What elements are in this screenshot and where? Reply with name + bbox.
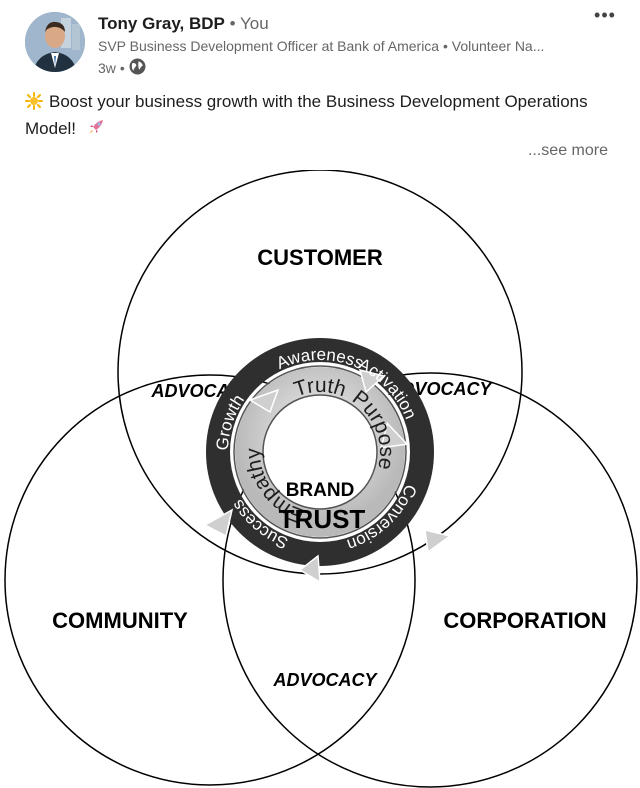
arrow-3 bbox=[298, 554, 321, 584]
arrow-1 bbox=[248, 388, 280, 414]
post-header: Tony Gray, BDP • You SVP Business Develo… bbox=[0, 0, 640, 90]
author-name[interactable]: Tony Gray, BDP bbox=[98, 14, 225, 33]
inner-ring bbox=[235, 367, 405, 537]
center-trust-label: TRUST bbox=[279, 504, 366, 534]
arrow-6 bbox=[358, 368, 386, 394]
avatar[interactable] bbox=[25, 12, 85, 72]
see-more-link[interactable]: ...see more bbox=[527, 142, 608, 159]
center-brand-label: BRAND bbox=[286, 480, 355, 501]
post-time-separator: • bbox=[119, 60, 125, 76]
globe-icon bbox=[129, 58, 146, 78]
more-options-button[interactable]: ••• bbox=[594, 5, 616, 25]
inner-ring-border bbox=[262, 394, 378, 510]
post-body-text: Boost your business growth with the Busi… bbox=[25, 92, 588, 138]
mid-ring-border bbox=[233, 365, 407, 539]
community-label: COMMUNITY bbox=[52, 608, 188, 633]
post-time[interactable]: 3w bbox=[98, 60, 116, 76]
post-meta: 3w • bbox=[98, 58, 146, 78]
rocket-emoji-icon bbox=[87, 118, 105, 143]
avatar-photo bbox=[25, 12, 85, 72]
author-separator: • bbox=[229, 14, 236, 33]
business-development-diagram[interactable]: CUSTOMER COMMUNITY CORPORATION ADVOCACY … bbox=[0, 170, 640, 788]
brand-trust-wheel: Awareness Activation Conversion Success … bbox=[203, 338, 452, 584]
outer-ring bbox=[206, 338, 434, 566]
corporation-circle bbox=[222, 372, 638, 788]
ring-label-truth: Truth bbox=[291, 374, 349, 401]
author-headline: SVP Business Development Officer at Bank… bbox=[98, 38, 545, 54]
sun-emoji-icon bbox=[25, 92, 43, 117]
arrow-4 bbox=[203, 508, 234, 538]
author-relation: You bbox=[240, 14, 269, 33]
author-line: Tony Gray, BDP • You bbox=[98, 14, 269, 34]
customer-label: CUSTOMER bbox=[257, 245, 383, 270]
arrow-2 bbox=[380, 421, 409, 449]
post-text: Boost your business growth with the Busi… bbox=[25, 90, 615, 143]
arrow-5 bbox=[424, 529, 452, 554]
advocacy-label-bottom: ADVOCACY bbox=[272, 670, 378, 690]
corporation-label: CORPORATION bbox=[443, 608, 606, 633]
community-circle bbox=[4, 374, 416, 786]
